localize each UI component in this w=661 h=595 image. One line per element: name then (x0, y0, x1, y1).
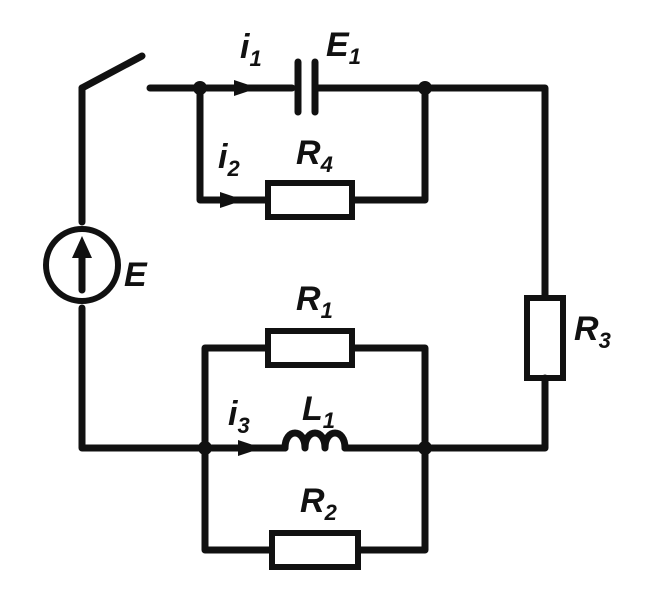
voltage-source-E (43, 226, 121, 304)
junction-node (198, 441, 212, 455)
current-i3-arrow-icon (238, 440, 262, 456)
junction-node (418, 441, 432, 455)
top-wire-out (311, 84, 549, 302)
label-i3: i3 (228, 395, 250, 438)
inductor-L1 (281, 429, 349, 452)
resistor-R3 (524, 295, 566, 381)
label-i1: i1 (240, 28, 262, 71)
resistor-R1 (265, 328, 355, 368)
label-R1: R1 (296, 280, 333, 323)
junction-node (418, 81, 432, 95)
label-R3: R3 (574, 310, 611, 353)
source-arrow-icon (72, 236, 92, 258)
current-i2-arrow-icon (220, 192, 244, 208)
left-wire-lower (78, 304, 209, 452)
label-E: E (124, 256, 148, 294)
label-R4: R4 (296, 134, 333, 177)
label-L1: L1 (302, 390, 335, 433)
resistor-R4 (265, 180, 355, 220)
label-R2: R2 (300, 482, 338, 525)
label-E1: E1 (326, 26, 361, 69)
junction-node (193, 81, 207, 95)
switch-blade (78, 52, 146, 92)
current-i1-arrow-icon (234, 80, 258, 96)
label-i2: i2 (218, 138, 240, 181)
right-wire-lower (421, 374, 549, 452)
resistor-R2 (269, 530, 361, 570)
r4-branch-wire (196, 84, 429, 204)
r1-branch-wire (201, 344, 429, 452)
r2-branch-wire (201, 444, 429, 554)
